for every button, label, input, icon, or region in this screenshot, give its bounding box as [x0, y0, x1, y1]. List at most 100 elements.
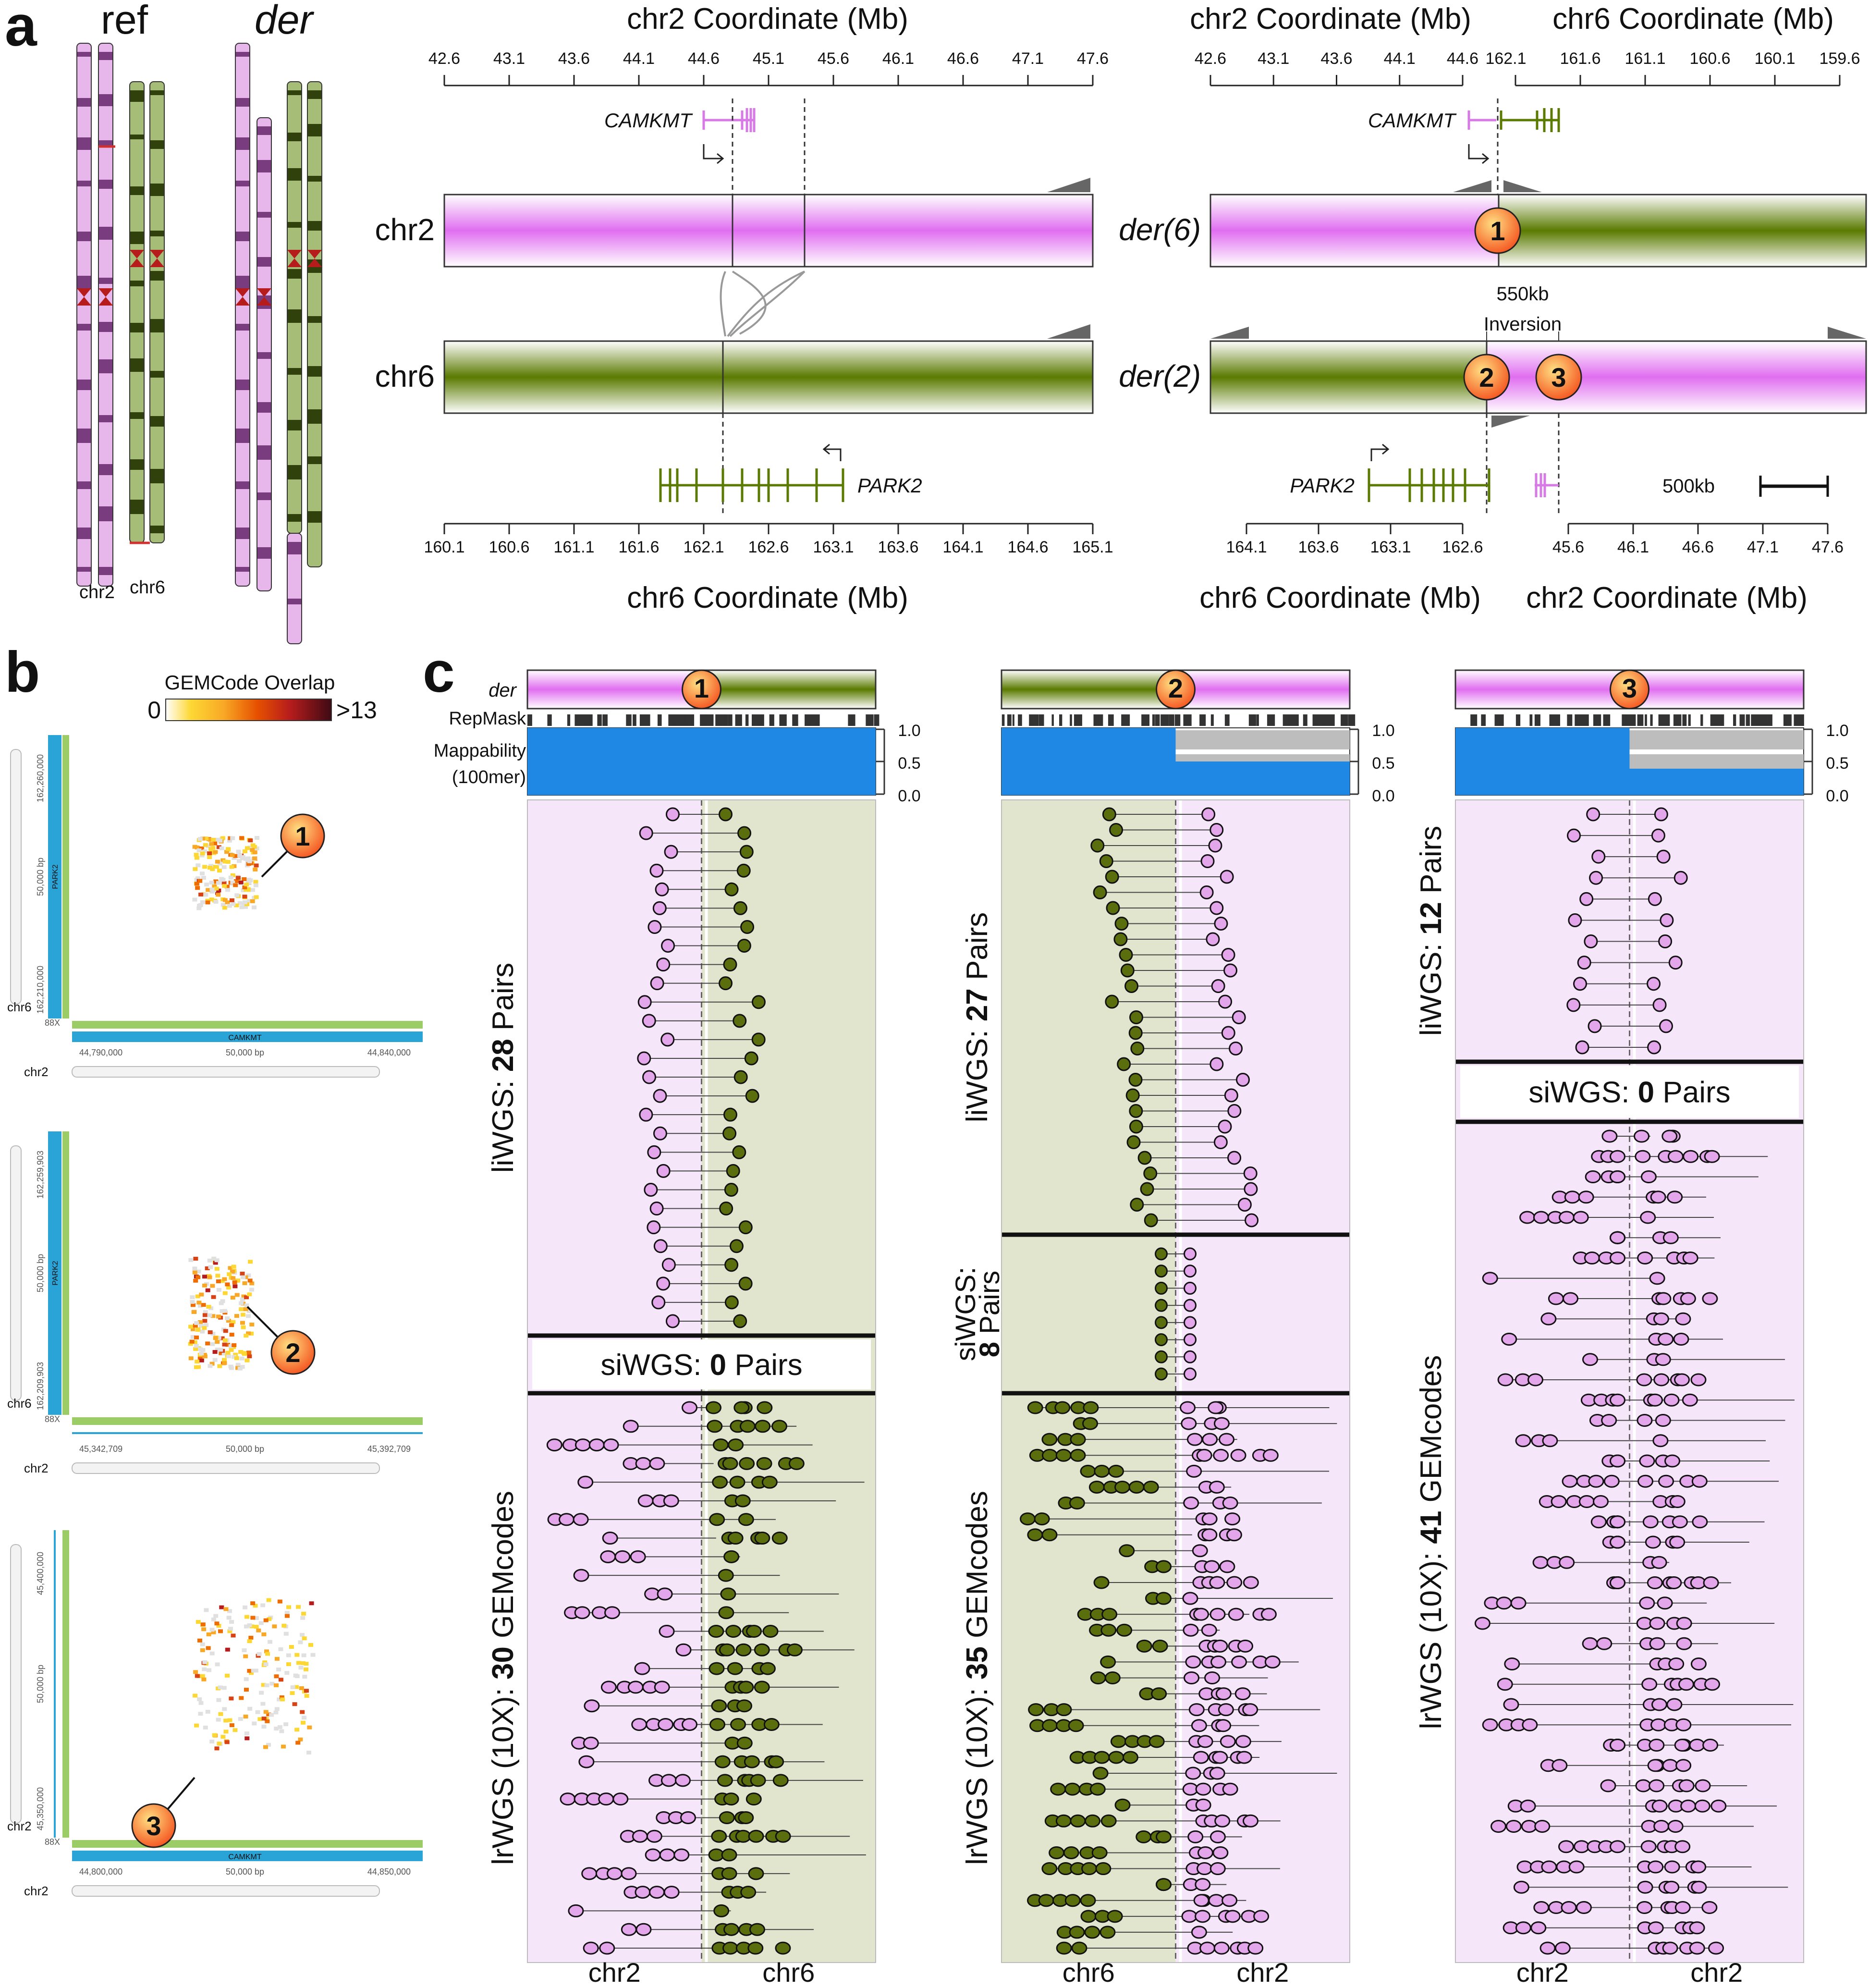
der-row-label: der — [489, 680, 517, 701]
gemcode-read — [1559, 1211, 1575, 1224]
gemcode-read — [604, 1606, 621, 1620]
depth-label: 88X — [45, 1018, 60, 1028]
gemcode-read — [750, 1774, 766, 1787]
axis-label-right: 44,850,000 — [367, 1867, 411, 1877]
gemcode-read — [680, 1811, 696, 1824]
gemcode-read — [1224, 1512, 1241, 1526]
heatmap-cell — [301, 1720, 306, 1725]
heatmap-cell — [247, 1639, 252, 1644]
heatmap-cell — [237, 901, 243, 905]
read-end — [1120, 963, 1135, 978]
y-chr-label: chr2 — [7, 1819, 32, 1833]
ideogram-horizontal — [72, 1066, 380, 1078]
gemcode-read — [558, 1513, 574, 1526]
heatmap-cell — [229, 1323, 234, 1327]
gemcode-read — [1651, 1556, 1667, 1569]
heatmap-cell — [267, 1617, 272, 1621]
chromosome-band — [150, 90, 164, 95]
gemcode-read — [1213, 1941, 1230, 1955]
gemcode-read — [757, 1401, 773, 1414]
heatmap-cell — [196, 906, 202, 910]
left-top-axis-title: chr2 Coordinate (Mb) — [627, 2, 908, 36]
panel-label-a: a — [5, 0, 37, 58]
heatmap-cell — [216, 1279, 221, 1284]
read-panel-frame — [1001, 799, 1350, 1963]
gemcode-read — [1196, 1862, 1212, 1876]
heatmap-cell — [216, 1314, 221, 1319]
read-end — [1093, 885, 1107, 899]
gemcode-read — [1049, 1846, 1065, 1859]
gemcode-read — [1655, 1414, 1671, 1427]
gemcode-read — [1192, 1544, 1208, 1558]
heatmap-cell — [243, 905, 248, 909]
heatmap-cell — [206, 1632, 211, 1636]
read-end — [647, 920, 662, 934]
gemcode-read — [1637, 1414, 1653, 1427]
gemcode-read — [1582, 1353, 1598, 1366]
gemcode-read — [1674, 1373, 1690, 1387]
read-end — [1129, 1104, 1143, 1118]
heatmap-cell — [250, 848, 255, 852]
panel-label-c: c — [423, 640, 455, 704]
heatmap-cell — [194, 882, 199, 886]
gemcode-read — [761, 1475, 778, 1489]
read-end — [722, 1126, 737, 1141]
read-end — [1129, 1010, 1143, 1024]
gemcode-read — [721, 1867, 737, 1880]
heatmap-cell — [202, 1275, 207, 1279]
tick-label: 47.1 — [1012, 49, 1044, 68]
read-end — [642, 1070, 657, 1084]
repmask-block — [1637, 714, 1644, 726]
heatmap-cell — [202, 865, 208, 869]
heatmap-cell — [231, 902, 236, 906]
si-count: 8 — [974, 1342, 1005, 1357]
gemcode-read — [755, 1420, 771, 1433]
heatmap-cell — [245, 887, 251, 891]
heatmap-cell — [218, 1348, 223, 1352]
read-end — [1155, 1299, 1168, 1312]
gemcode-read — [1521, 1820, 1537, 1833]
repmask-block — [1594, 714, 1601, 726]
heatmap-cell — [253, 1669, 258, 1673]
repmask-block — [757, 714, 764, 726]
heatmap-cell — [247, 1292, 252, 1297]
heatmap-cell — [202, 1660, 208, 1664]
heatmap-cell — [208, 866, 213, 870]
gemcode-read — [1041, 1433, 1058, 1446]
read-end — [740, 920, 755, 934]
gemcode-read — [722, 1941, 738, 1955]
read-end — [650, 976, 664, 991]
gemcode-read — [1548, 1292, 1564, 1305]
gemcode-read — [1088, 1480, 1105, 1494]
heatmap-cell — [207, 1275, 212, 1279]
heatmap-cell — [261, 1717, 267, 1721]
chromosome-band — [150, 371, 164, 378]
centromere — [150, 250, 164, 267]
read-end — [1656, 849, 1671, 864]
left-gene-camkmt: CAMKMT — [604, 109, 693, 132]
gemcode-read — [723, 1792, 739, 1806]
callout-number: 3 — [146, 1811, 161, 1841]
repmask-block — [668, 714, 675, 726]
heatmap-cell — [290, 1691, 295, 1695]
heatmap-cell — [199, 1324, 204, 1328]
gemcode-read — [1610, 1535, 1625, 1549]
gemcode-read — [632, 1829, 648, 1843]
repmask-block — [657, 714, 662, 726]
gemcode-read — [1610, 1150, 1625, 1163]
read-end — [726, 1164, 740, 1178]
mappability-gray — [1629, 754, 1804, 769]
heatmap-cell — [234, 1278, 240, 1283]
x-chr-label: chr2 — [24, 1065, 49, 1079]
panel-c: der RepMask Mappability (100mer) 11.00.5… — [434, 669, 1849, 1988]
heatmap-cell — [243, 1714, 248, 1718]
gemcode-read — [1662, 1759, 1678, 1772]
heatmap-cell — [212, 841, 218, 846]
heatmap-cell — [239, 1356, 244, 1361]
tick-label: 162.1 — [683, 538, 724, 556]
read-end — [1566, 998, 1581, 1012]
chromosome-band — [257, 402, 271, 413]
lr-label: lrWGS (10X): 35 GEMcodes — [961, 1491, 994, 1865]
